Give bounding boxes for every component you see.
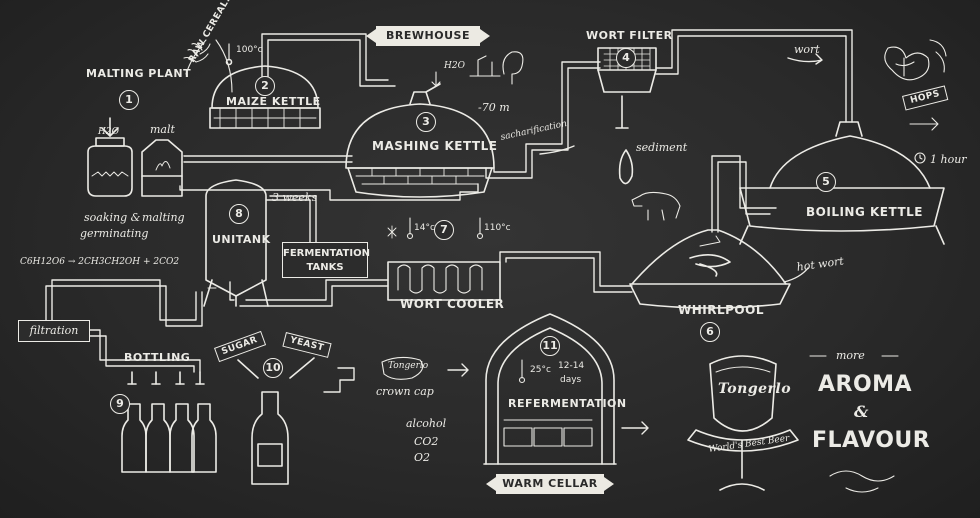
boiling-kettle-title: BOILING KETTLE: [806, 205, 923, 219]
mashing-kettle-drawing: [345, 83, 495, 198]
wort-cooler-drawing: [387, 261, 501, 301]
whirlpool-drawing: [629, 229, 791, 309]
brewhouse-banner: BREWHOUSE: [366, 26, 490, 46]
wort-filter-title: WORT FILTER: [586, 29, 673, 42]
pipe-network: [45, 29, 853, 373]
warm-cellar-drawing: [483, 313, 617, 465]
cooler-temp-14: 14°c: [414, 223, 435, 233]
wort-filter-drawing: [597, 47, 657, 185]
cellar-temp-25: 25°c: [530, 365, 551, 375]
warm-cellar-banner: WARM CELLAR: [486, 474, 614, 494]
sediment-label: sediment: [636, 141, 688, 154]
soaking-label: soaking &: [84, 211, 141, 224]
maize-kettle-drawing: [209, 43, 321, 129]
step-badge-1: 1: [119, 90, 139, 110]
chalice-drawing: [381, 355, 799, 491]
boiling-kettle-drawing: [739, 121, 945, 245]
step-badge-6: 6: [700, 322, 720, 342]
ampersand-label: &: [854, 402, 869, 421]
more-label: more: [836, 349, 865, 362]
flow-arrows: [323, 53, 823, 435]
h2o-label-well: H2O: [444, 61, 465, 71]
fermentation-tanks-label: FERMENTATION TANKS: [282, 242, 370, 278]
wort-label: wort: [794, 43, 820, 56]
cow-drawing: [631, 191, 681, 221]
thermometer-drawings: [387, 217, 526, 384]
bottling-drawing: [121, 357, 315, 485]
fermentation-tanks-line-1: FERMENTATION: [283, 248, 370, 259]
well-drawing: [431, 51, 524, 87]
unitank-title: UNITANK: [212, 233, 271, 246]
malting-label: malting: [142, 211, 185, 224]
h2o-label-malting: H2O: [98, 127, 119, 137]
step-badge-5: 5: [816, 172, 836, 192]
step-badge-10: 10: [263, 358, 283, 378]
hops-drawing: [884, 39, 947, 164]
crown-cap-brand: Tongerlo: [388, 361, 429, 371]
step-badge-3: 3: [416, 112, 436, 132]
step-badge-2: 2: [255, 76, 275, 96]
malt-label: malt: [150, 123, 175, 136]
malting-plant-drawing: [87, 117, 183, 197]
mashing-kettle-title: MASHING KETTLE: [372, 139, 498, 153]
chalice-brand: Tongerlo: [718, 381, 792, 397]
aroma-label: AROMA: [818, 372, 913, 397]
flavour-label: FLAVOUR: [812, 428, 931, 453]
co2-label: CO2: [414, 435, 439, 448]
fermentation-formula: C6H12O6 → 2CH3CH2OH + 2CO2: [20, 257, 180, 267]
aroma-decorations: [809, 355, 899, 493]
cellar-days-2: days: [560, 375, 582, 385]
o2-label: O2: [414, 451, 431, 464]
unitank-drawing: [203, 179, 269, 307]
fermentation-tanks-line-2: TANKS: [306, 262, 344, 273]
wort-cooler-title: WORT COOLER: [400, 297, 505, 311]
cellar-days-1: 12-14: [558, 361, 585, 371]
alcohol-label: alcohol: [406, 417, 447, 430]
cooler-temp-110: 110°c: [484, 223, 511, 233]
step-badge-4: 4: [616, 48, 636, 68]
crown-cap-label: crown cap: [376, 385, 434, 398]
maize-temp-label: 100°c: [236, 45, 263, 55]
whirlpool-title: WHIRLPOOL: [678, 303, 764, 317]
germinating-label: germinating: [80, 227, 149, 240]
filtration-box: filtration: [18, 320, 90, 342]
raw-cereals-drawing: [183, 39, 233, 93]
bottling-title: BOTTLING: [124, 351, 191, 364]
step-badge-8: 8: [229, 204, 249, 224]
maize-kettle-title: MAIZE KETTLE: [226, 95, 321, 108]
one-hour-label: 1 hour: [930, 153, 967, 166]
depth-label: -70 m: [478, 101, 510, 114]
refermentation-title: REFERMENTATION: [508, 397, 627, 410]
step-badge-7: 7: [434, 220, 454, 240]
filtration-label: filtration: [29, 324, 79, 337]
step-badge-9: 9: [110, 394, 130, 414]
three-weeks-label: 3 weeks: [272, 191, 318, 204]
step-badge-11: 11: [540, 336, 560, 356]
malting-plant-title: MALTING PLANT: [86, 67, 192, 80]
